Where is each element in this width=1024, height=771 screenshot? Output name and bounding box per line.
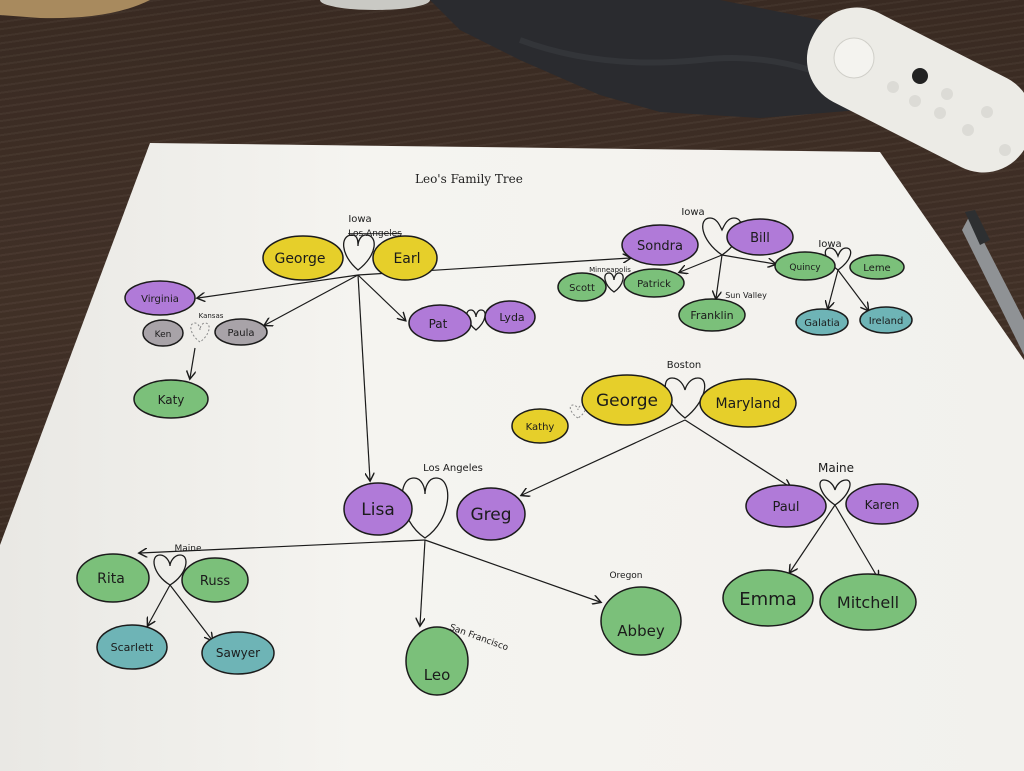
person-scarlett-oval: [96, 624, 168, 670]
person-quincy-oval: [774, 251, 836, 281]
person-george-oval: [262, 235, 344, 281]
heart-icon: [604, 272, 624, 293]
person-bill-oval: [726, 218, 794, 256]
place-minneapolis: Minneapolis: [589, 266, 631, 274]
heart-icon: [153, 554, 187, 586]
person-pat-oval: [408, 304, 472, 342]
name-maryland: Maryland: [716, 396, 781, 412]
name-virginia: Virginia: [141, 294, 179, 305]
person-galatia-oval: [795, 308, 849, 336]
heart-icon: [466, 309, 486, 331]
place-boston: Boston: [667, 360, 702, 371]
remote-control: [806, 7, 1024, 173]
name-bill: Bill: [750, 231, 770, 246]
faded-heart-icon: [190, 322, 210, 343]
person-leme-oval: [849, 254, 905, 280]
name-ken: Ken: [155, 330, 172, 340]
person-paula-oval: [214, 318, 268, 346]
name-lyda: Lyda: [499, 311, 524, 324]
place-sun-valley: Sun Valley: [725, 291, 767, 300]
person-scott-oval: [557, 272, 607, 302]
name-russ: Russ: [200, 574, 230, 589]
person-lyda-oval: [484, 300, 536, 334]
name-scarlett: Scarlett: [111, 641, 154, 654]
wooden-object: [0, 0, 150, 19]
name-galatia: Galatia: [804, 318, 840, 329]
person-sawyer-oval: [201, 631, 275, 675]
person-ireland-oval: [859, 306, 913, 334]
person-mitchell-oval: [819, 573, 917, 631]
person-leo-oval: [405, 626, 469, 696]
name-abbey: Abbey: [617, 622, 665, 640]
name-scott: Scott: [569, 283, 595, 294]
name-kathy: Kathy: [526, 422, 555, 433]
heart-icon: [824, 247, 852, 271]
name-lisa: Lisa: [361, 500, 394, 520]
person-patrick-oval: [623, 268, 685, 298]
person-katy-oval: [133, 379, 209, 419]
person-russ-oval: [181, 557, 249, 603]
heart-icon: [343, 234, 375, 271]
name-sondra: Sondra: [637, 239, 683, 254]
cup-rim: [320, 0, 430, 10]
place-iowa: Iowa: [818, 239, 841, 250]
connector-lines: [140, 255, 878, 640]
person-lisa-oval: [343, 482, 413, 536]
place-iowa: Iowa: [681, 207, 704, 218]
pen: [962, 210, 1024, 355]
place-maine: Maine: [818, 461, 854, 475]
name-pat: Pat: [429, 317, 448, 331]
paper-sheet: [0, 143, 1024, 771]
person-franklin-oval: [678, 298, 746, 332]
name-paula: Paula: [228, 328, 255, 339]
person-greg-oval: [456, 487, 526, 541]
person-sondra-oval: [621, 224, 699, 266]
name-george-boston: George: [596, 391, 658, 411]
name-ireland: Ireland: [869, 316, 904, 327]
person-george-boston-oval: [581, 374, 673, 426]
place-iowa: Iowa: [348, 214, 371, 225]
person-maryland-oval: [699, 378, 797, 428]
person-karen-oval: [845, 483, 919, 525]
name-karen: Karen: [865, 498, 900, 512]
name-emma: Emma: [739, 589, 796, 610]
person-virginia-oval: [124, 280, 196, 316]
name-sawyer: Sawyer: [216, 646, 260, 660]
place-kansas: Kansas: [199, 312, 224, 320]
name-rita: Rita: [97, 571, 125, 587]
name-paul: Paul: [772, 500, 799, 515]
heart-icon: [664, 377, 706, 419]
heart-icons: [153, 217, 852, 586]
people-nodes: [76, 218, 919, 696]
place-los-angeles: Los Angeles: [423, 463, 483, 474]
person-emma-oval: [722, 569, 814, 627]
people-names: George Earl Virginia Ken Paula Katy Pat …: [97, 231, 903, 684]
name-leo: Leo: [424, 666, 451, 684]
name-greg: Greg: [470, 505, 511, 525]
person-abbey-oval: [600, 586, 682, 656]
name-george: George: [274, 251, 325, 267]
name-quincy: Quincy: [789, 263, 821, 273]
place-los-angeles: Los Angeles: [348, 229, 402, 239]
place-maine: Maine: [174, 544, 201, 554]
name-mitchell: Mitchell: [837, 593, 899, 612]
heart-icon: [819, 479, 851, 506]
place-oregon: Oregon: [609, 571, 642, 581]
person-kathy-oval: [511, 408, 569, 444]
person-rita-oval: [76, 553, 150, 603]
name-patrick: Patrick: [637, 279, 671, 290]
person-paul-oval: [745, 484, 827, 528]
person-ken-oval: [142, 319, 184, 347]
person-earl-oval: [372, 235, 438, 281]
name-earl: Earl: [393, 251, 420, 267]
name-franklin: Franklin: [690, 309, 733, 322]
name-leme: Leme: [863, 263, 890, 274]
name-katy: Katy: [158, 393, 185, 407]
tree-title: Leo's Family Tree: [415, 172, 523, 186]
